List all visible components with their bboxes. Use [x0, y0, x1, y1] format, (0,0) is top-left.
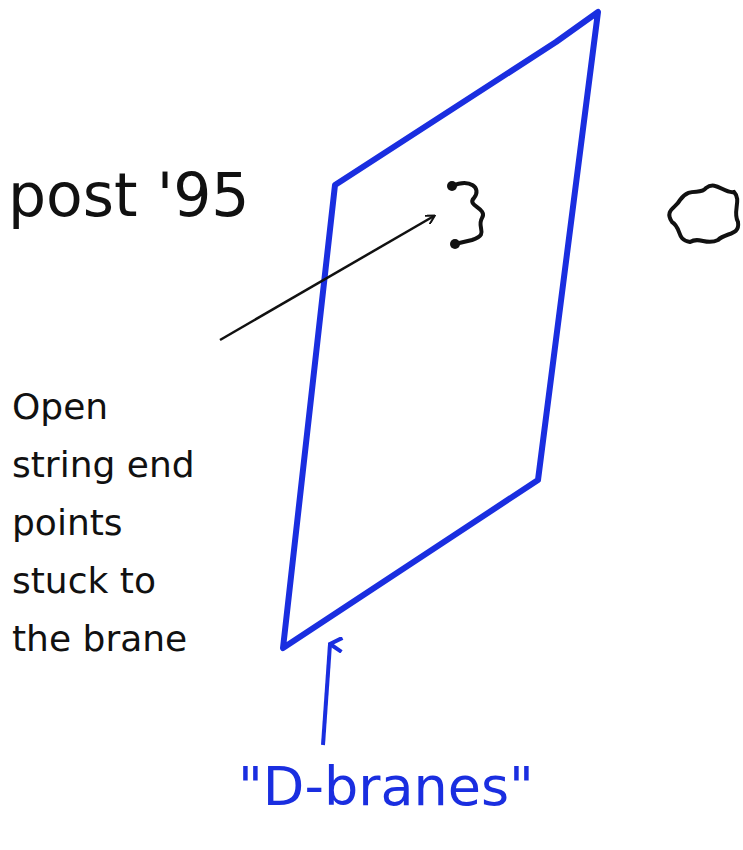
open-string	[452, 183, 483, 244]
leader-arrow	[323, 644, 330, 745]
era-label: post '95	[8, 160, 268, 230]
leader-arrow	[220, 216, 434, 340]
closed-string	[669, 186, 738, 242]
note-label: Open string end points stuck to the bran…	[12, 378, 212, 668]
brane-label: "D-branes"	[238, 752, 568, 822]
string-endpoint	[450, 239, 460, 249]
d-brane-sheet	[283, 12, 598, 648]
string-endpoint	[447, 181, 457, 191]
